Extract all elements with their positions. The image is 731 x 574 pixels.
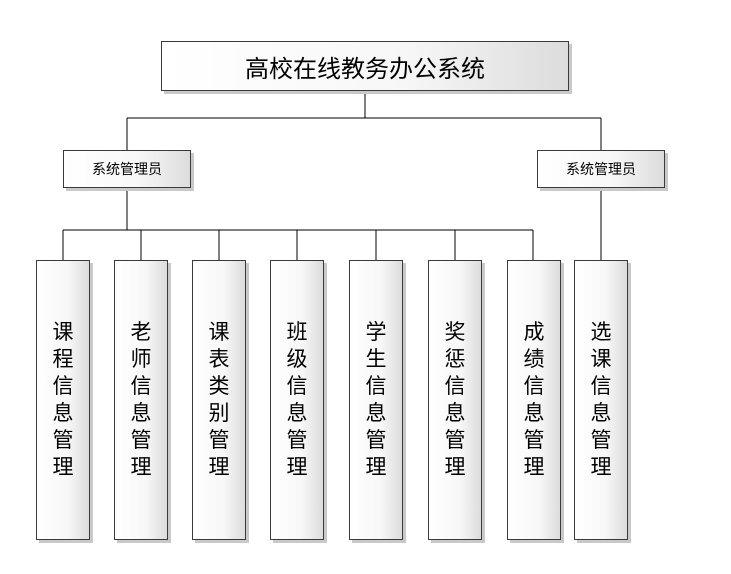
- module-node-timetable-category: 课表类别管理: [192, 260, 246, 540]
- manager-node-left: 系统管理员: [63, 150, 191, 188]
- module-node-label: 课表类别管理: [208, 320, 230, 479]
- manager-node-label: 系统管理员: [566, 162, 636, 178]
- module-node-teacher: 老师信息管理: [114, 260, 168, 540]
- module-node-label: 选课信息管理: [590, 320, 612, 479]
- module-node-label: 学生信息管理: [365, 320, 387, 479]
- module-node-course-selection: 选课信息管理: [574, 260, 628, 540]
- module-node-course: 课程信息管理: [36, 260, 90, 540]
- root-node-label: 高校在线教务办公系统: [245, 54, 485, 83]
- manager-node-right: 系统管理员: [537, 150, 665, 188]
- manager-node-label: 系统管理员: [92, 162, 162, 178]
- root-node: 高校在线教务办公系统: [161, 41, 569, 91]
- module-node-label: 班级信息管理: [286, 320, 308, 479]
- module-node-label: 老师信息管理: [130, 320, 152, 479]
- module-node-student: 学生信息管理: [349, 260, 403, 540]
- module-node-class: 班级信息管理: [270, 260, 324, 540]
- module-node-grades: 成绩信息管理: [507, 260, 561, 540]
- module-node-label: 课程信息管理: [52, 320, 74, 479]
- module-node-label: 成绩信息管理: [523, 320, 545, 479]
- module-node-label: 奖惩信息管理: [444, 320, 466, 479]
- module-node-reward-punishment: 奖惩信息管理: [428, 260, 482, 540]
